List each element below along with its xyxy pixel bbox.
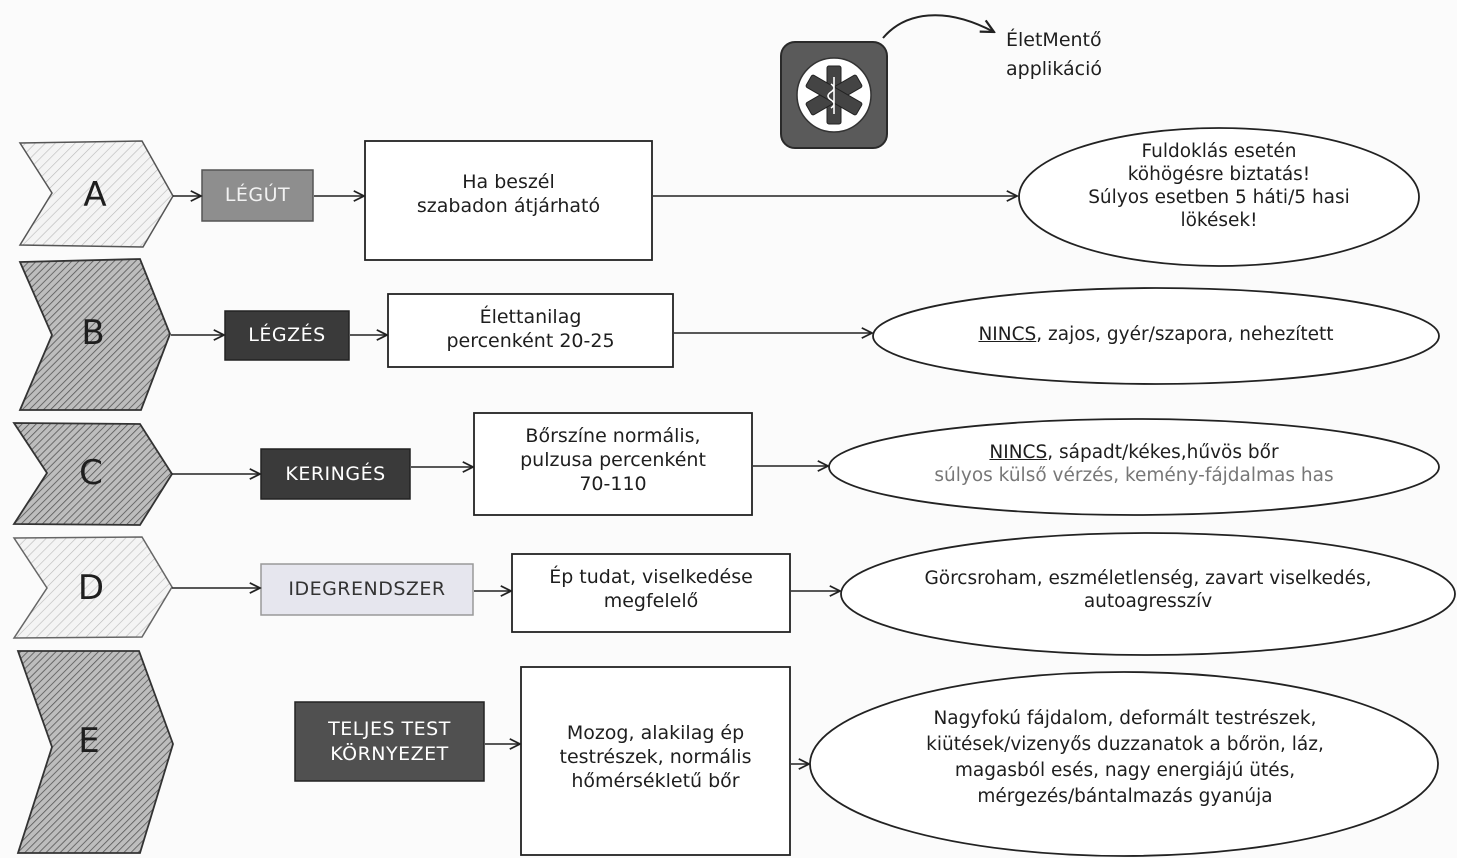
category-box-c	[260, 448, 411, 500]
category-label-e: TELJES TEST KÖRNYEZET	[295, 717, 484, 766]
normal-text-a-line2: szabadon átjárható	[416, 194, 601, 217]
normal-text-a: Ha beszél szabadon átjárható	[365, 171, 652, 219]
abnormal-text-d-line2: autoagresszív	[1083, 591, 1213, 613]
chevron-b	[18, 258, 171, 411]
abnormal-text-c-line2: súlyos külső vérzés, kemény-fájdalmas ha…	[934, 465, 1334, 487]
normal-text-e: Mozog, alakilag ép testrészek, normális …	[521, 722, 790, 793]
abnormal-text-e-line4: mérgezés/bántalmazás gyanúja	[977, 785, 1273, 807]
abnormal-text-a-line2: köhögésre biztatás!	[1127, 164, 1311, 186]
category-box-d	[260, 563, 474, 616]
abnormal-text-b-rest: , zajos, gyér/szapora, nehezített	[1036, 324, 1334, 345]
abnormal-text-c: NINCS, sápadt/kékes,hűvös bőr súlyos kül…	[836, 441, 1432, 487]
abnormal-text-e: Nagyfokú fájdalom, deformált testrészek,…	[820, 706, 1430, 810]
category-label-d: IDEGRENDSZER	[288, 578, 446, 600]
category-box-e	[294, 701, 485, 782]
category-label-c: KERINGÉS	[285, 463, 386, 485]
chevron-d	[12, 536, 173, 639]
normal-text-d: Ép tudat, viselkedése megfelelő	[512, 566, 790, 614]
abnormal-text-a-line4: lökések!	[1180, 210, 1258, 232]
app-label: ÉletMentő applikáció	[1006, 26, 1102, 85]
normal-text-e-line2: testrészek, normális	[559, 745, 752, 768]
normal-text-a-line1: Ha beszél	[462, 171, 555, 193]
app-icon	[780, 41, 888, 149]
abnormal-text-c-line1: NINCS, sápadt/kékes,hűvös bőr	[836, 441, 1432, 464]
normal-text-e-line1: Mozog, alakilag ép	[566, 722, 745, 744]
category-label-b: LÉGZÉS	[248, 324, 326, 346]
abnormal-text-e-line2: kiütések/vizenyős duzzanatok a bőrön, lá…	[926, 733, 1324, 755]
letter-b: B	[81, 313, 105, 353]
abnormal-text-e-line1: Nagyfokú fájdalom, deformált testrészek,	[933, 708, 1317, 729]
normal-box-e	[520, 666, 791, 856]
category-label-e-line1: TELJES TEST	[328, 718, 451, 740]
category-box-b	[224, 310, 350, 361]
normal-box-a	[364, 140, 653, 261]
app-pointer-arrow	[882, 14, 994, 39]
category-label-a: LÉGÚT	[224, 184, 291, 206]
abnormal-text-d-line1: Görcsroham, eszméletlenség, zavart visel…	[924, 568, 1372, 589]
normal-text-d-line1: Ép tudat, viselkedése	[549, 566, 753, 588]
abnormal-text-a-line1: Fuldoklás esetén	[1141, 141, 1297, 162]
normal-text-b-line1: Élettanilag	[479, 306, 582, 328]
normal-text-c-line1: Bőrszíne normális,	[525, 425, 701, 447]
abnormal-text-e-line3: magasból esés, nagy energiájú ütés,	[954, 759, 1296, 781]
letter-e: E	[78, 721, 100, 761]
normal-text-c-line3: 70-110	[579, 472, 647, 495]
letter-a: A	[83, 175, 107, 215]
normal-box-b	[387, 293, 674, 368]
normal-text-d-line2: megfelelő	[603, 589, 699, 612]
chevron-c	[12, 422, 174, 526]
normal-text-c-line2: pulzusa percenként	[520, 448, 706, 471]
letter-c: C	[79, 453, 103, 493]
normal-text-b: Élettanilag percenként 20-25	[388, 306, 673, 354]
abnormal-oval-a	[1018, 127, 1420, 267]
app-label-line1: ÉletMentő	[1006, 29, 1102, 51]
app-label-line2: applikáció	[1006, 58, 1102, 81]
category-label-e-line2: KÖRNYEZET	[330, 742, 449, 765]
abnormal-text-a: Fuldoklás esetén köhögésre biztatás! Súl…	[1029, 140, 1409, 233]
category-box-a	[201, 169, 314, 222]
normal-box-c	[473, 412, 753, 516]
chevron-e	[16, 650, 174, 854]
normal-text-c: Bőrszíne normális, pulzusa percenként 70…	[474, 425, 752, 496]
abnormal-text-c-emphasis: NINCS	[989, 442, 1048, 463]
abnormal-text-d: Görcsroham, eszméletlenség, zavart visel…	[848, 567, 1448, 613]
abnormal-text-b-emphasis: NINCS	[978, 324, 1037, 345]
normal-text-b-line2: percenként 20-25	[446, 329, 615, 352]
chevron-a	[18, 140, 174, 248]
abnormal-text-b: NINCS, zajos, gyér/szapora, nehezített	[880, 323, 1432, 346]
abnormal-text-a-line3: Súlyos esetben 5 háti/5 hasi	[1088, 187, 1350, 209]
normal-text-e-line3: hőmérsékletű bőr	[571, 769, 740, 792]
abnormal-text-c-rest: , sápadt/kékes,hűvös bőr	[1047, 442, 1279, 463]
normal-box-d	[511, 553, 791, 633]
letter-d: D	[77, 568, 105, 608]
